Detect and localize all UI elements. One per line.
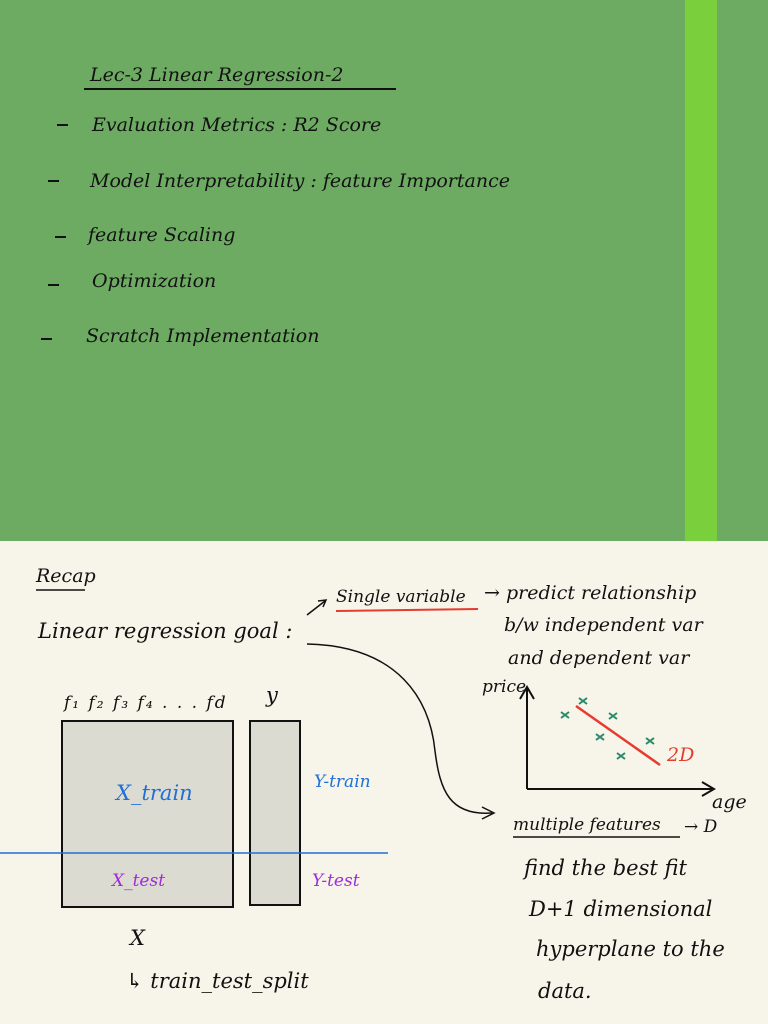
arrow-single <box>306 600 326 616</box>
arrow-single-head <box>317 599 328 608</box>
data-point <box>645 737 655 745</box>
multiple-features: multiple features <box>513 815 661 835</box>
predict-line-1: → predict relationship <box>484 582 697 604</box>
accent-bar <box>685 0 717 541</box>
recap-heading: Recap <box>36 565 96 587</box>
bullet-item: Scratch Implementation <box>86 325 320 347</box>
bullet-dash <box>57 124 68 126</box>
x-matrix <box>61 720 234 908</box>
best-fit-line-1: find the best fit <box>524 856 687 880</box>
y-train-label: Y-train <box>314 772 371 792</box>
axis-label-age: age <box>712 791 747 813</box>
x-axis-arrow <box>701 781 716 797</box>
bullet-dash <box>55 236 66 238</box>
curved-arrow <box>306 643 493 814</box>
data-point <box>578 697 588 705</box>
predict-line-3: and dependent var <box>508 647 690 669</box>
predict-line-2: b/w independent var <box>504 614 703 636</box>
data-point <box>595 733 605 741</box>
data-point <box>560 711 570 719</box>
notes-drawing <box>0 589 716 908</box>
data-point <box>608 712 618 720</box>
bullet-dash <box>48 180 59 182</box>
notes-panel: Recap Linear regression goal : f₁ f₂ f₃ … <box>0 541 768 1024</box>
data-point <box>616 752 626 760</box>
single-variable-underline <box>335 608 479 612</box>
best-fit-line-3: hyperplane to the <box>536 937 725 961</box>
bullet-item: Evaluation Metrics : R2 Score <box>92 114 382 136</box>
bullet-dash <box>48 284 59 286</box>
arrow-d: → D <box>684 817 718 837</box>
bullet-item: Model Interpretability : feature Importa… <box>90 170 510 192</box>
bullet-item: Optimization <box>92 270 217 292</box>
split-note: ↳ train_test_split <box>126 969 309 993</box>
curved-arrow-head <box>481 806 496 820</box>
data-points <box>560 697 655 760</box>
goal-text: Linear regression goal : <box>38 619 293 643</box>
x-train-label: X_train <box>116 781 193 805</box>
feature-headers: f₁ f₂ f₃ f₄ . . . fd <box>64 693 228 713</box>
slide-panel: Lec-3 Linear Regression-2 Evaluation Met… <box>0 0 768 541</box>
y-axis-arrow <box>519 685 535 700</box>
x-test-label: X_test <box>112 871 166 891</box>
y-vector <box>249 720 301 906</box>
title-underline <box>84 88 396 90</box>
axis-label-price: price <box>482 677 527 697</box>
best-fit-line-2: D+1 dimensional <box>529 897 713 921</box>
best-fit-line-4: data. <box>538 979 592 1003</box>
label-2d: 2D <box>667 744 695 766</box>
y-test-label: Y-test <box>312 871 360 891</box>
x-label: X <box>130 926 145 950</box>
slide-title: Lec-3 Linear Regression-2 <box>90 64 344 86</box>
y-header: y <box>266 683 278 707</box>
bullet-dash <box>41 338 52 340</box>
bullet-item: feature Scaling <box>88 224 236 246</box>
single-variable: Single variable <box>336 587 466 607</box>
regression-line <box>575 704 661 767</box>
